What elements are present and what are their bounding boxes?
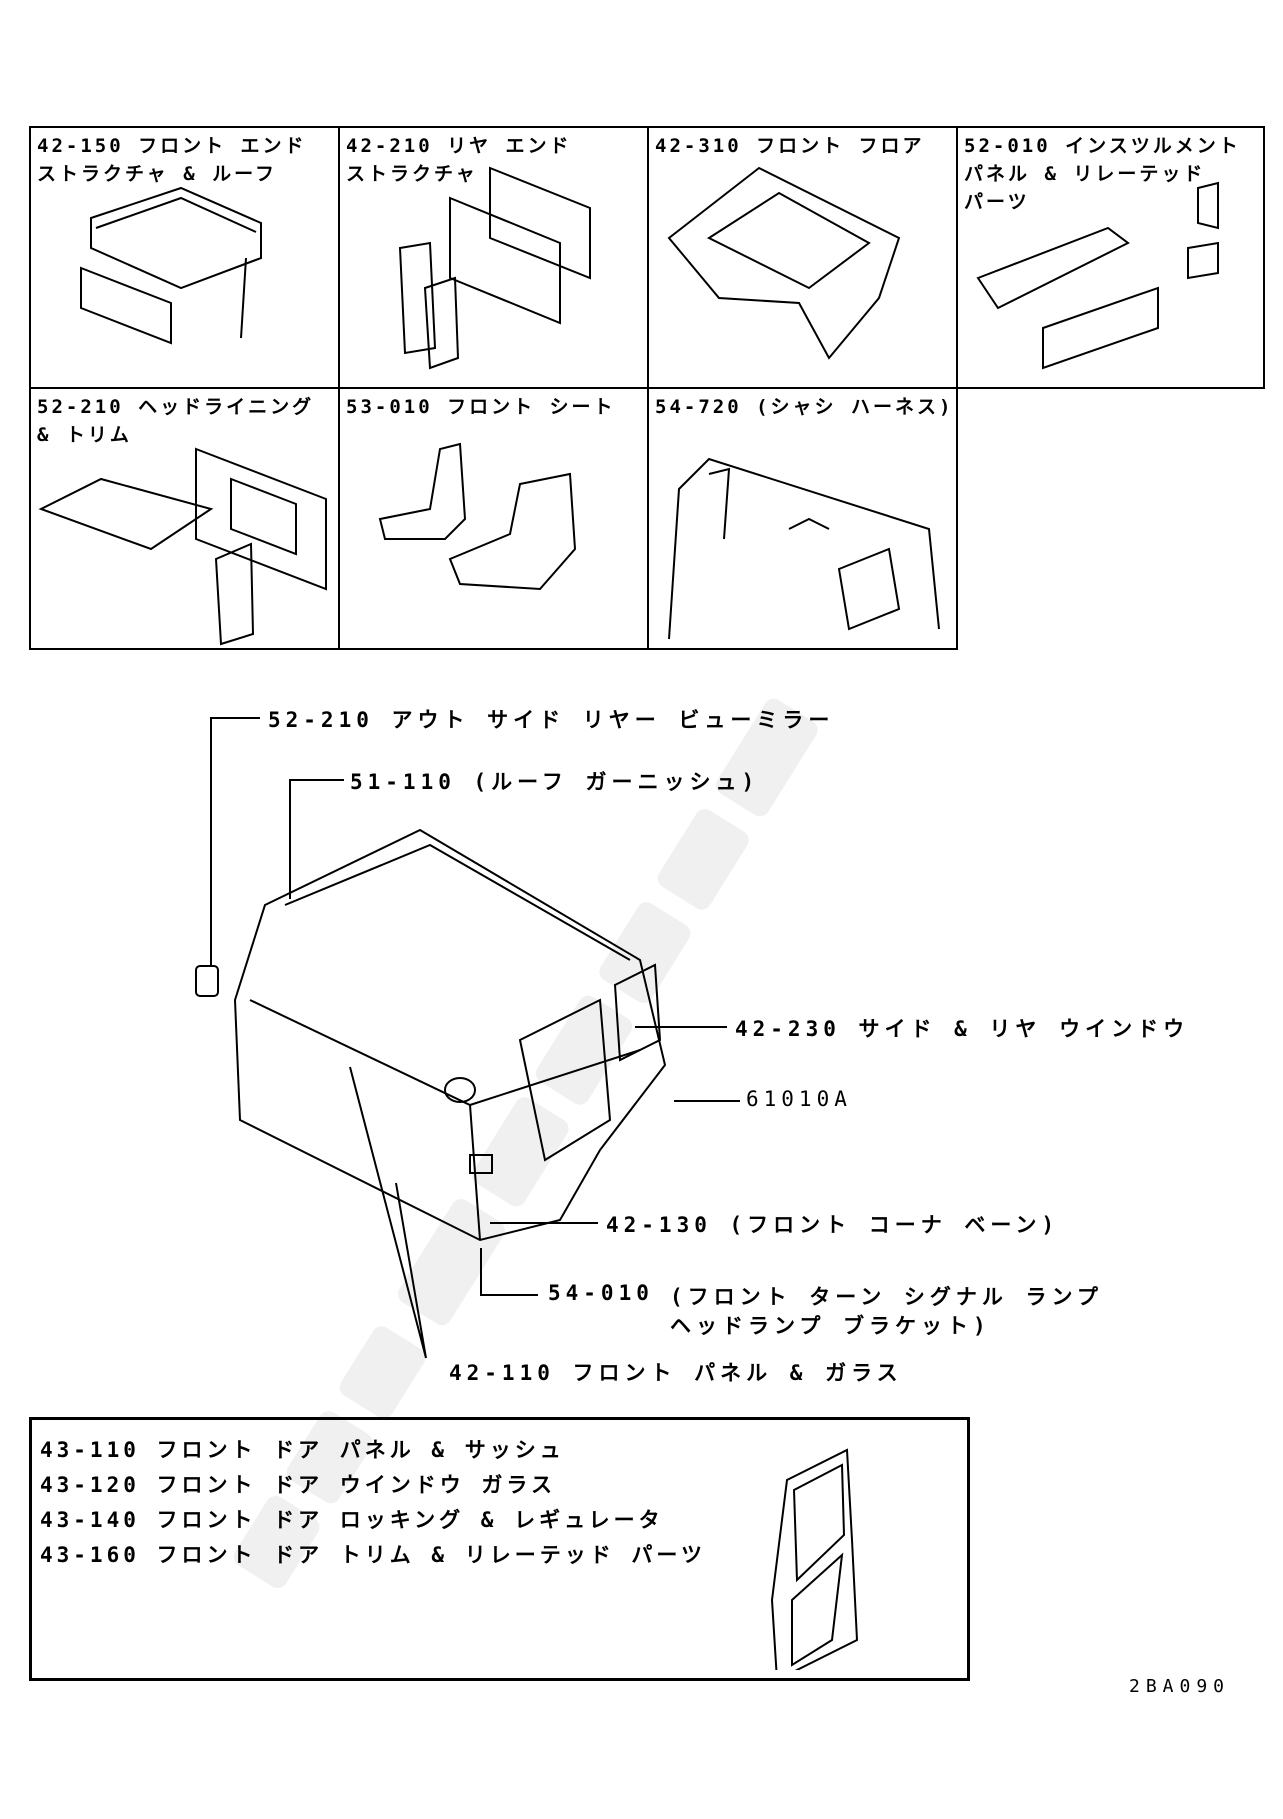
instrument-panel-illustration [976,181,1219,370]
section-name: フロント エンド ストラクチャ & ルーフ [37,135,307,185]
front-door-illustration [770,1448,859,1670]
section-cell-52-010[interactable]: 52-010 インスツルメント パネル & リレーテッド パーツ [956,126,1265,389]
leader-line [289,779,344,781]
door-part-item[interactable]: 43-110 フロント ドア パネル & サッシュ [40,1438,565,1462]
section-code: 52-210 [37,396,124,418]
section-cell-42-210[interactable]: 42-210 リヤ エンド ストラクチャ [338,126,649,389]
callout-turn-lamp-code: 54-010 [548,1281,654,1305]
leader-line [674,1100,740,1102]
section-cell-54-720[interactable]: 54-720 (シャシ ハーネス) [647,387,958,650]
callout-cab-assy: 61010A [746,1087,852,1111]
callout-mirror: 52-210 アウト サイド リヤー ビューミラー [268,708,835,732]
leader-line [210,717,260,719]
callout-turn-lamp-line1: (フロント ターン シグナル ランプ [670,1285,1103,1309]
section-name: インスツルメント パネル & リレーテッド パーツ [964,135,1241,213]
leader-line [480,1294,538,1296]
section-code: 42-210 [346,135,433,157]
rear-end-illustration [398,166,591,370]
headlining-illustration [38,447,327,646]
section-name: リヤ エンド ストラクチャ [346,135,572,185]
section-grid: 42-150 フロント エンド ストラクチャ & ルーフ 42-210 リヤ エ… [29,126,1265,650]
callout-corner-vane: 42-130 (フロント コーナ ベーン) [606,1213,1060,1237]
section-code: 53-010 [346,396,433,418]
callout-side-rear-window: 42-230 サイド & リヤ ウインドウ [735,1017,1190,1041]
leader-line [289,779,291,899]
door-part-item[interactable]: 43-160 フロント ドア トリム & リレーテッド パーツ [40,1543,706,1567]
callout-turn-lamp-line2: ヘッドランプ ブラケット) [670,1314,991,1338]
callout-front-panel: 42-110 フロント パネル & ガラス [449,1361,903,1385]
section-code: 42-310 [655,135,742,157]
leader-line [635,1026,727,1028]
section-name: (シャシ ハーネス) [756,396,954,418]
front-seat-illustration [378,442,577,591]
front-end-roof-illustration [80,186,262,345]
section-cell-53-010[interactable]: 53-010 フロント シート [338,387,649,650]
leader-line [480,1248,482,1294]
section-code: 42-150 [37,135,124,157]
section-name: フロント シート [447,396,616,418]
diagram-code: 2BA090 [1129,1676,1231,1697]
section-code: 52-010 [964,135,1051,157]
leader-line [210,717,212,967]
section-code: 54-720 [655,396,742,418]
door-part-item[interactable]: 43-140 フロント ドア ロッキング & レギュレータ [40,1508,664,1532]
door-parts-box: 43-110 フロント ドア パネル & サッシュ 43-120 フロント ドア… [29,1417,970,1681]
door-part-item[interactable]: 43-120 フロント ドア ウインドウ ガラス [40,1473,557,1497]
section-name: ヘッドライニング & トリム [37,396,315,446]
section-name: フロント フロア [756,135,925,157]
section-cell-52-210[interactable]: 52-210 ヘッドライニング & トリム [29,387,340,650]
chassis-harness-illustration [668,457,940,640]
leader-line [490,1222,598,1224]
front-floor-illustration [667,166,901,360]
callout-roof-garnish: 51-110 (ルーフ ガーニッシュ) [350,770,760,794]
